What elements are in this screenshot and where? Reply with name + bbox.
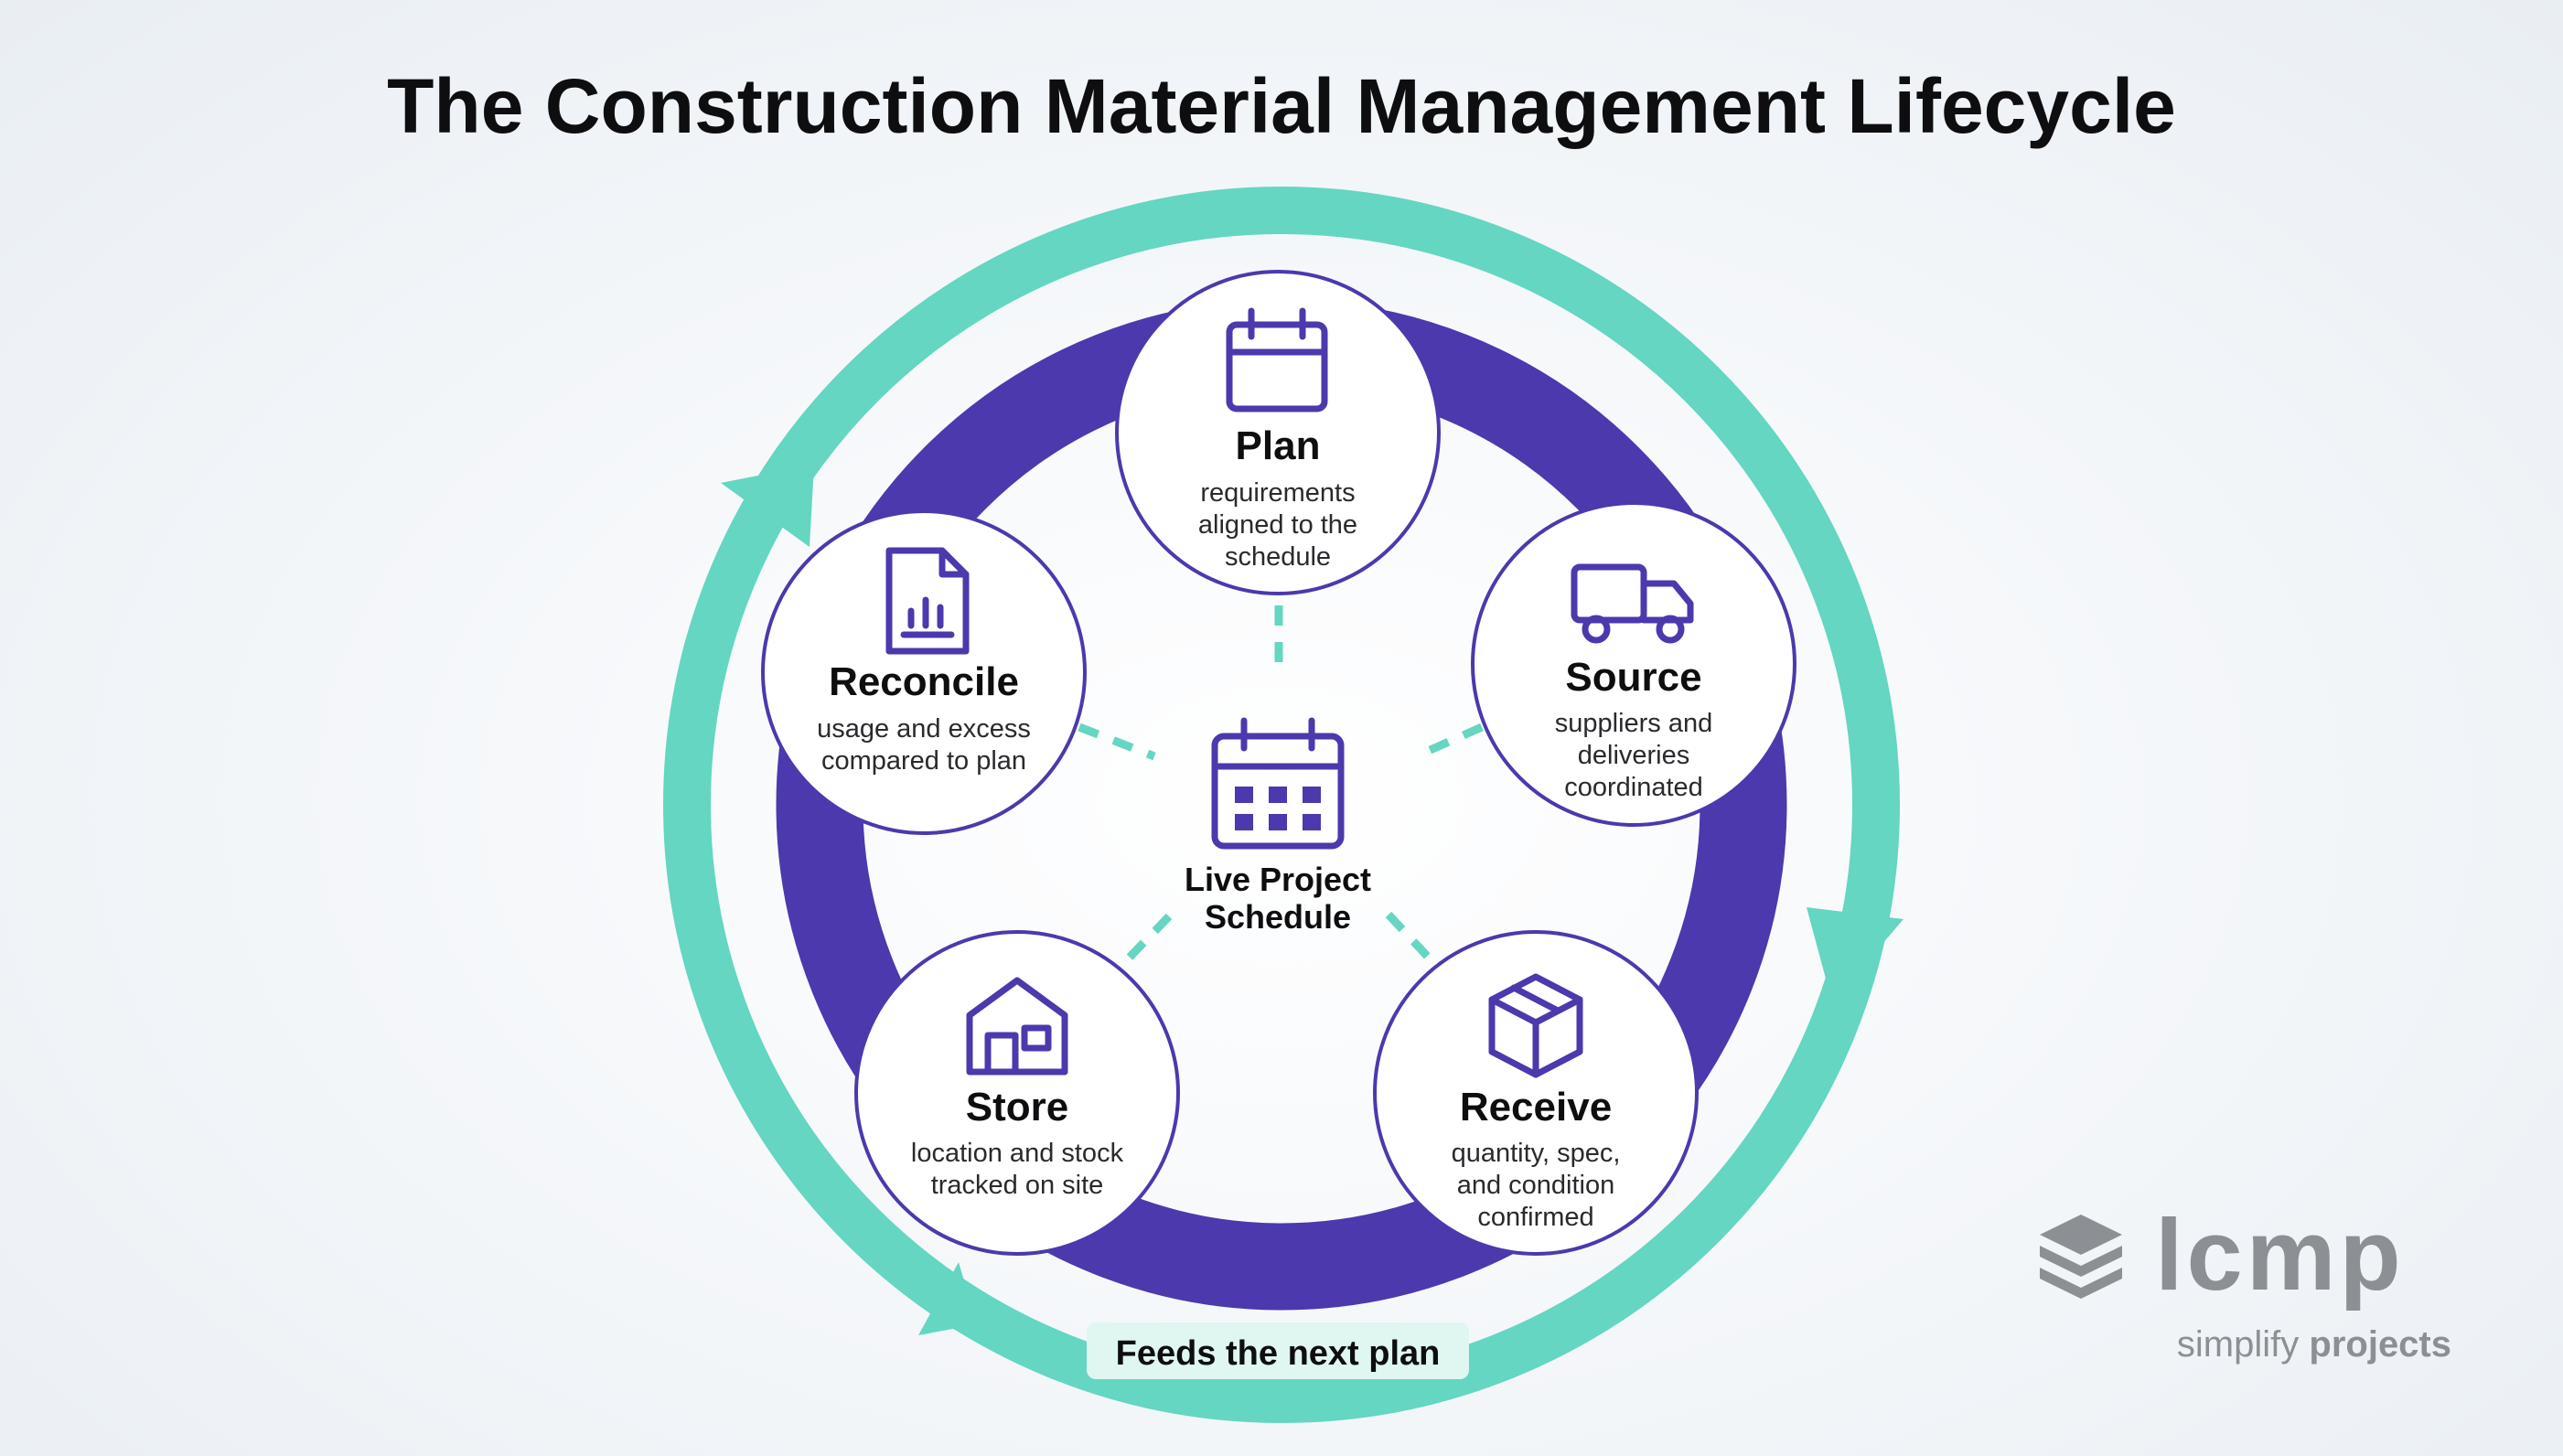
- brand-logo: lcmp simplify projects: [2040, 1199, 2451, 1365]
- stage-reconcile: Reconcile usage and excess compared to p…: [761, 509, 1087, 835]
- stage-source-desc-2: deliveries: [1578, 741, 1690, 770]
- stage-plan-desc-3: schedule: [1225, 542, 1331, 572]
- feedback-label: Feeds the next plan: [1116, 1334, 1441, 1373]
- stage-source: Source suppliers and deliveries coordina…: [1471, 501, 1796, 827]
- stage-store-desc-2: tracked on site: [931, 1171, 1104, 1200]
- page-title: The Construction Material Management Lif…: [387, 63, 2176, 149]
- stage-plan: Plan requirements aligned to the schedul…: [1115, 270, 1441, 595]
- feedback-badge: Feeds the next plan: [1087, 1322, 1469, 1379]
- stage-plan-desc-2: aligned to the: [1198, 510, 1357, 540]
- connector-receive: [1385, 911, 1442, 971]
- box-icon: [1488, 973, 1583, 1078]
- stage-store-desc-1: location and stock: [911, 1139, 1124, 1168]
- report-icon: [885, 547, 970, 655]
- brand-name: lcmp: [2155, 1199, 2405, 1311]
- center-label-line1: Live Project: [1185, 861, 1371, 898]
- stage-receive-desc-1: quantity, spec,: [1452, 1139, 1621, 1168]
- cycle-arrowhead-right: [1807, 907, 1903, 1002]
- connector-reconcile: [1078, 723, 1156, 761]
- calendar-icon: [1226, 307, 1328, 412]
- stage-receive-desc-2: and condition: [1457, 1171, 1615, 1200]
- connector-source: [1414, 723, 1484, 761]
- connector-store: [1114, 913, 1173, 973]
- stage-store-title: Store: [966, 1085, 1068, 1129]
- stage-plan-desc-1: requirements: [1200, 478, 1355, 508]
- stage-store: Store location and stock tracked on site: [854, 930, 1180, 1256]
- stage-receive: Receive quantity, spec, and condition co…: [1373, 930, 1699, 1256]
- stage-reconcile-desc-1: usage and excess: [817, 714, 1031, 744]
- brand-tagline-light: simplify: [2177, 1324, 2299, 1365]
- cycle-arrowhead-left: [721, 465, 814, 547]
- truck-icon: [1571, 563, 1694, 644]
- center-label-line2: Schedule: [1205, 898, 1351, 936]
- stage-source-title: Source: [1565, 655, 1701, 700]
- cycle-arrowhead-bottom: [918, 1262, 977, 1335]
- stage-source-desc-3: coordinated: [1564, 773, 1703, 802]
- stage-receive-title: Receive: [1460, 1085, 1612, 1129]
- stage-receive-desc-3: confirmed: [1477, 1203, 1593, 1232]
- stage-source-desc-1: suppliers and: [1555, 709, 1713, 738]
- center-hub: Live Project Schedule: [1185, 717, 1371, 936]
- brand-tagline-bold: projects: [2309, 1324, 2451, 1365]
- connector-lines: [1078, 605, 1484, 973]
- calendar-grid-icon: [1211, 717, 1345, 850]
- stage-reconcile-desc-2: compared to plan: [821, 746, 1026, 776]
- stage-reconcile-title: Reconcile: [829, 659, 1019, 704]
- layers-icon: [2040, 1215, 2122, 1299]
- stage-plan-title: Plan: [1236, 423, 1321, 468]
- outer-cycle-ring: [663, 187, 1900, 1423]
- warehouse-icon: [966, 977, 1068, 1076]
- brand-tagline: simplify projects: [2177, 1324, 2451, 1365]
